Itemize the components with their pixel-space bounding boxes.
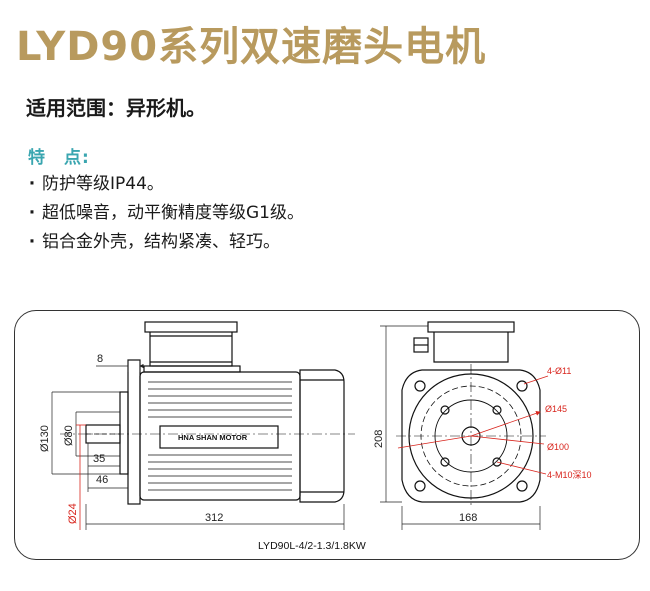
dim-145: Ø145 <box>545 404 567 414</box>
dim-46: 46 <box>96 474 108 486</box>
dim-168: 168 <box>459 512 477 524</box>
front-dimensions <box>380 325 541 530</box>
dim-24: Ø24 <box>67 503 79 524</box>
page-title: LYD90系列双速磨头电机 <box>16 24 487 70</box>
feature-item: · 超低噪音，动平衡精度等级G1级。 <box>22 199 304 228</box>
side-dimensions <box>51 360 345 530</box>
shaft-diameter-dim <box>76 424 86 530</box>
side-view <box>60 321 355 505</box>
mount-hole <box>414 380 426 392</box>
feature-text: 铝合金外壳，结构紧凑、轻巧。 <box>42 232 280 252</box>
features-list: · 防护等级IP44。 · 超低噪音，动平衡精度等级G1级。 · 铝合金外壳，结构紧凑… <box>22 170 304 257</box>
terminal-box <box>143 321 241 373</box>
front-view <box>396 321 546 508</box>
threaded-hole <box>492 457 502 467</box>
threaded-hole <box>492 405 502 415</box>
nameplate-text: HNA SHAN MOTOR <box>178 433 248 442</box>
bullet-icon: · <box>28 174 36 194</box>
dim-35: 35 <box>93 453 105 465</box>
mount-hole <box>516 480 528 492</box>
dim-4-11: 4-Ø11 <box>547 366 571 376</box>
motor-body <box>139 371 301 501</box>
bullet-icon: · <box>28 232 36 252</box>
drawing-panel <box>14 310 640 560</box>
feature-item: · 防护等级IP44。 <box>22 170 304 199</box>
fan-cover <box>299 369 345 503</box>
application-scope: 适用范围：异形机。 <box>26 96 206 120</box>
dim-130: Ø130 <box>39 425 51 452</box>
dim-80: Ø80 <box>63 425 75 446</box>
dim-208: 208 <box>373 430 385 448</box>
feature-text: 防护等级IP44。 <box>42 174 164 194</box>
dim-312: 312 <box>205 512 223 524</box>
flange <box>119 359 141 505</box>
threaded-hole <box>440 457 450 467</box>
front-leaders <box>397 375 549 475</box>
feature-text: 超低噪音，动平衡精度等级G1级。 <box>42 203 304 223</box>
dim-m10: 4-M10深10 <box>547 470 592 480</box>
features-heading: 特 点: <box>28 148 90 168</box>
mount-hole <box>414 480 426 492</box>
model-caption: LYD90L-4/2-1.3/1.8KW <box>258 540 366 552</box>
feature-item: · 铝合金外壳，结构紧凑、轻巧。 <box>22 228 304 257</box>
threaded-hole <box>440 405 450 415</box>
front-terminal-box <box>413 321 515 363</box>
mount-hole <box>516 380 528 392</box>
bullet-icon: · <box>28 203 36 223</box>
dim-8: 8 <box>97 353 103 365</box>
dim-100: Ø100 <box>547 442 569 452</box>
